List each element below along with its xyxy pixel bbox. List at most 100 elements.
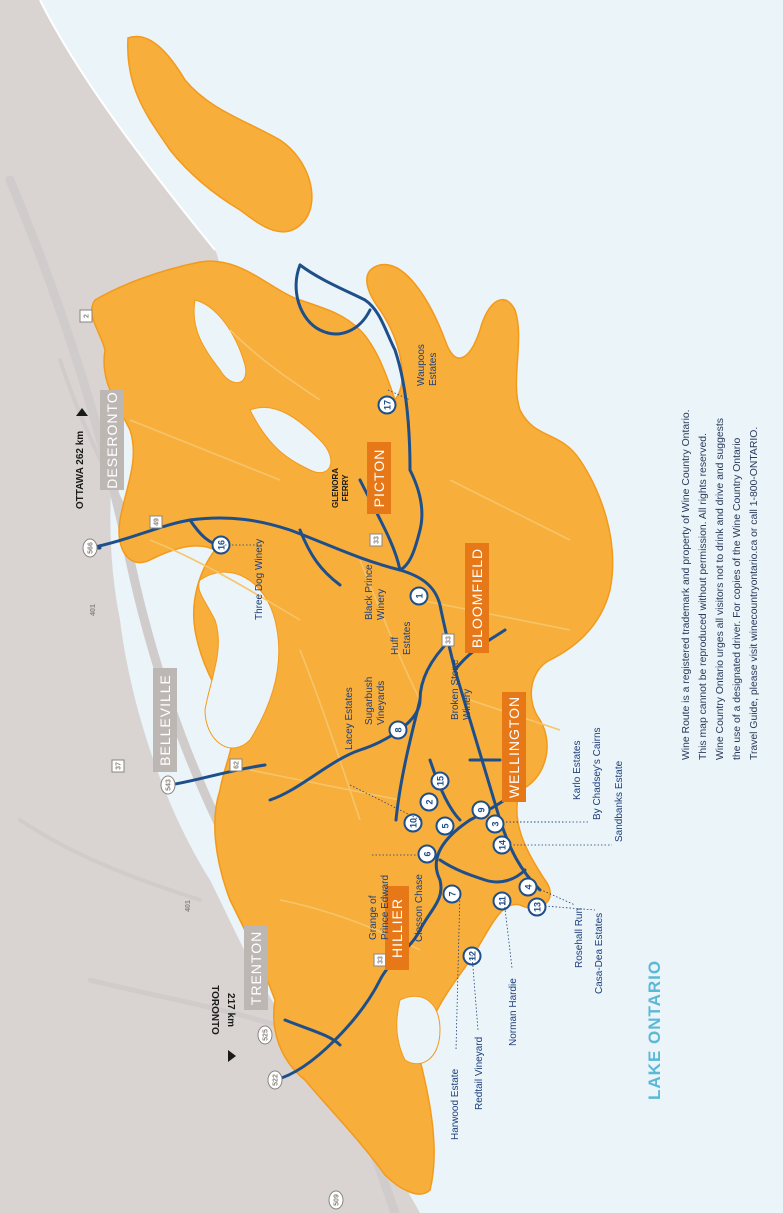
winery-marker-2[interactable]: 2	[419, 792, 439, 812]
winery-marker-circle	[417, 844, 437, 864]
svg-text:Sugarbush: Sugarbush	[364, 677, 375, 725]
svg-text:2: 2	[84, 314, 91, 318]
svg-text:HILLIER: HILLIER	[389, 898, 405, 958]
shield-2: 2	[79, 309, 93, 323]
shield-566: 566	[82, 538, 98, 558]
winery-marker-6[interactable]: 6	[417, 844, 437, 864]
winery-marker-5[interactable]: 5	[435, 816, 455, 836]
svg-text:FERRY: FERRY	[341, 474, 350, 501]
svg-text:Three Dog Winery: Three Dog Winery	[254, 539, 265, 620]
toronto-arrow-icon	[228, 1050, 236, 1062]
prince-edward-county	[90, 260, 614, 1195]
svg-text:543: 543	[166, 779, 173, 791]
winery-marker-number: 4	[524, 884, 534, 889]
winery-marker-7[interactable]: 7	[442, 884, 462, 904]
shield-401: 401	[90, 604, 97, 616]
winery-marker-circle	[377, 395, 397, 415]
svg-text:Waupoos: Waupoos	[416, 344, 427, 386]
shield-33: 33	[441, 633, 455, 647]
winery-marker-16[interactable]: 16	[211, 535, 231, 555]
svg-text:33: 33	[446, 636, 453, 644]
label-hardie: Norman Hardie	[508, 978, 519, 1046]
highway-shields: 401 401 566 543 525 522 509 33	[79, 309, 455, 1210]
winery-marker-number: 1	[415, 593, 425, 598]
shield-62: 62	[229, 758, 243, 772]
winery-marker-circle	[409, 586, 429, 606]
label-lacey: Lacey Estates	[344, 687, 355, 750]
direction-toronto-km: 217 km	[225, 993, 236, 1027]
winery-marker-4[interactable]: 4	[518, 877, 538, 897]
winery-marker-circle	[403, 813, 423, 833]
shield-509: 509	[328, 1190, 344, 1210]
winery-marker-number: 8	[394, 727, 404, 732]
winery-marker-17[interactable]: 17	[377, 395, 397, 415]
winery-marker-9[interactable]: 9	[471, 800, 491, 820]
svg-text:522: 522	[273, 1074, 280, 1086]
svg-text:BLOOMFIELD: BLOOMFIELD	[469, 548, 485, 648]
label-redtail: Redtail Vineyard	[474, 1037, 485, 1110]
winery-marker-8[interactable]: 8	[388, 720, 408, 740]
svg-text:509: 509	[334, 1194, 341, 1206]
label-sugarbush: Sugarbush	[364, 677, 375, 725]
winery-marker-10[interactable]: 10	[403, 813, 423, 833]
winery-marker-number: 3	[491, 821, 501, 826]
svg-text:Karlo Estates: Karlo Estates	[572, 741, 583, 800]
svg-text:Huff: Huff	[390, 637, 401, 655]
shield-525: 525	[257, 1025, 273, 1045]
winery-marker-13[interactable]: 13	[527, 897, 547, 917]
copyright-notice: Wine Route is a registered trademark and…	[681, 409, 760, 760]
svg-text:Broken Stone: Broken Stone	[450, 659, 461, 720]
svg-text:Harwood Estate: Harwood Estate	[450, 1068, 461, 1140]
svg-text:Closson Chase: Closson Chase	[414, 874, 425, 942]
winery-marker-number: 10	[409, 818, 419, 828]
label-huff: Huff	[390, 637, 401, 655]
svg-text:LAKE ONTARIO: LAKE ONTARIO	[645, 960, 664, 1100]
label-harwood: Harwood Estate	[450, 1068, 461, 1140]
svg-text:62: 62	[234, 761, 241, 769]
inner-bay	[193, 299, 247, 383]
label-three-dog: Three Dog Winery	[254, 539, 265, 620]
svg-text:Estates: Estates	[402, 622, 413, 655]
winery-marker-number: 2	[425, 799, 435, 804]
svg-text:Grange of: Grange of	[368, 895, 379, 940]
svg-text:49: 49	[154, 518, 161, 526]
svg-text:PICTON: PICTON	[371, 449, 387, 508]
shield-401: 401	[185, 900, 192, 912]
winery-marker-circle	[492, 891, 512, 911]
secondary-road	[18, 818, 202, 902]
winery-marker-circle	[518, 877, 538, 897]
direction-toronto: TORONTO	[209, 985, 220, 1035]
svg-text:525: 525	[263, 1029, 270, 1041]
svg-text:Prince Edward: Prince Edward	[380, 875, 391, 940]
svg-text:33: 33	[374, 536, 381, 544]
town-bloomfield: BLOOMFIELD	[465, 543, 489, 653]
svg-text:Redtail Vineyard: Redtail Vineyard	[474, 1037, 485, 1110]
label-waupoos: Waupoos	[416, 344, 427, 386]
winery-marker-number: 9	[477, 807, 487, 812]
winery-marker-1[interactable]: 1	[409, 586, 429, 606]
label-rosehall: Rosehall Run	[574, 908, 585, 968]
south-bay	[396, 995, 441, 1065]
winery-marker-3[interactable]: 3	[485, 814, 505, 834]
svg-text:Sandbanks Estate: Sandbanks Estate	[614, 760, 625, 842]
town-picton: PICTON	[367, 442, 391, 514]
glenora-ferry: FERRY	[341, 474, 350, 501]
town-trenton: TRENTON	[244, 926, 268, 1010]
svg-text:Black Prince: Black Prince	[364, 564, 375, 620]
winery-marker-circle	[419, 792, 439, 812]
town-belleville: BELLEVILLE	[153, 668, 177, 772]
winery-marker-number: 11	[498, 896, 508, 906]
winery-marker-14[interactable]: 14	[492, 835, 512, 855]
winery-marker-15[interactable]: 15	[430, 771, 450, 791]
winery-marker-11[interactable]: 11	[492, 891, 512, 911]
direction-ottawa: OTTAWA 262 km	[75, 431, 86, 509]
winery-marker-circle	[471, 800, 491, 820]
winery-marker-number: 7	[448, 891, 458, 896]
svg-text:Vineyards: Vineyards	[376, 681, 387, 725]
svg-text:GLENORA: GLENORA	[331, 468, 340, 508]
winery-marker-number: 12	[468, 951, 478, 961]
label-closson: Closson Chase	[414, 874, 425, 942]
winery-marker-number: 5	[441, 823, 451, 828]
winery-marker-circle	[442, 884, 462, 904]
